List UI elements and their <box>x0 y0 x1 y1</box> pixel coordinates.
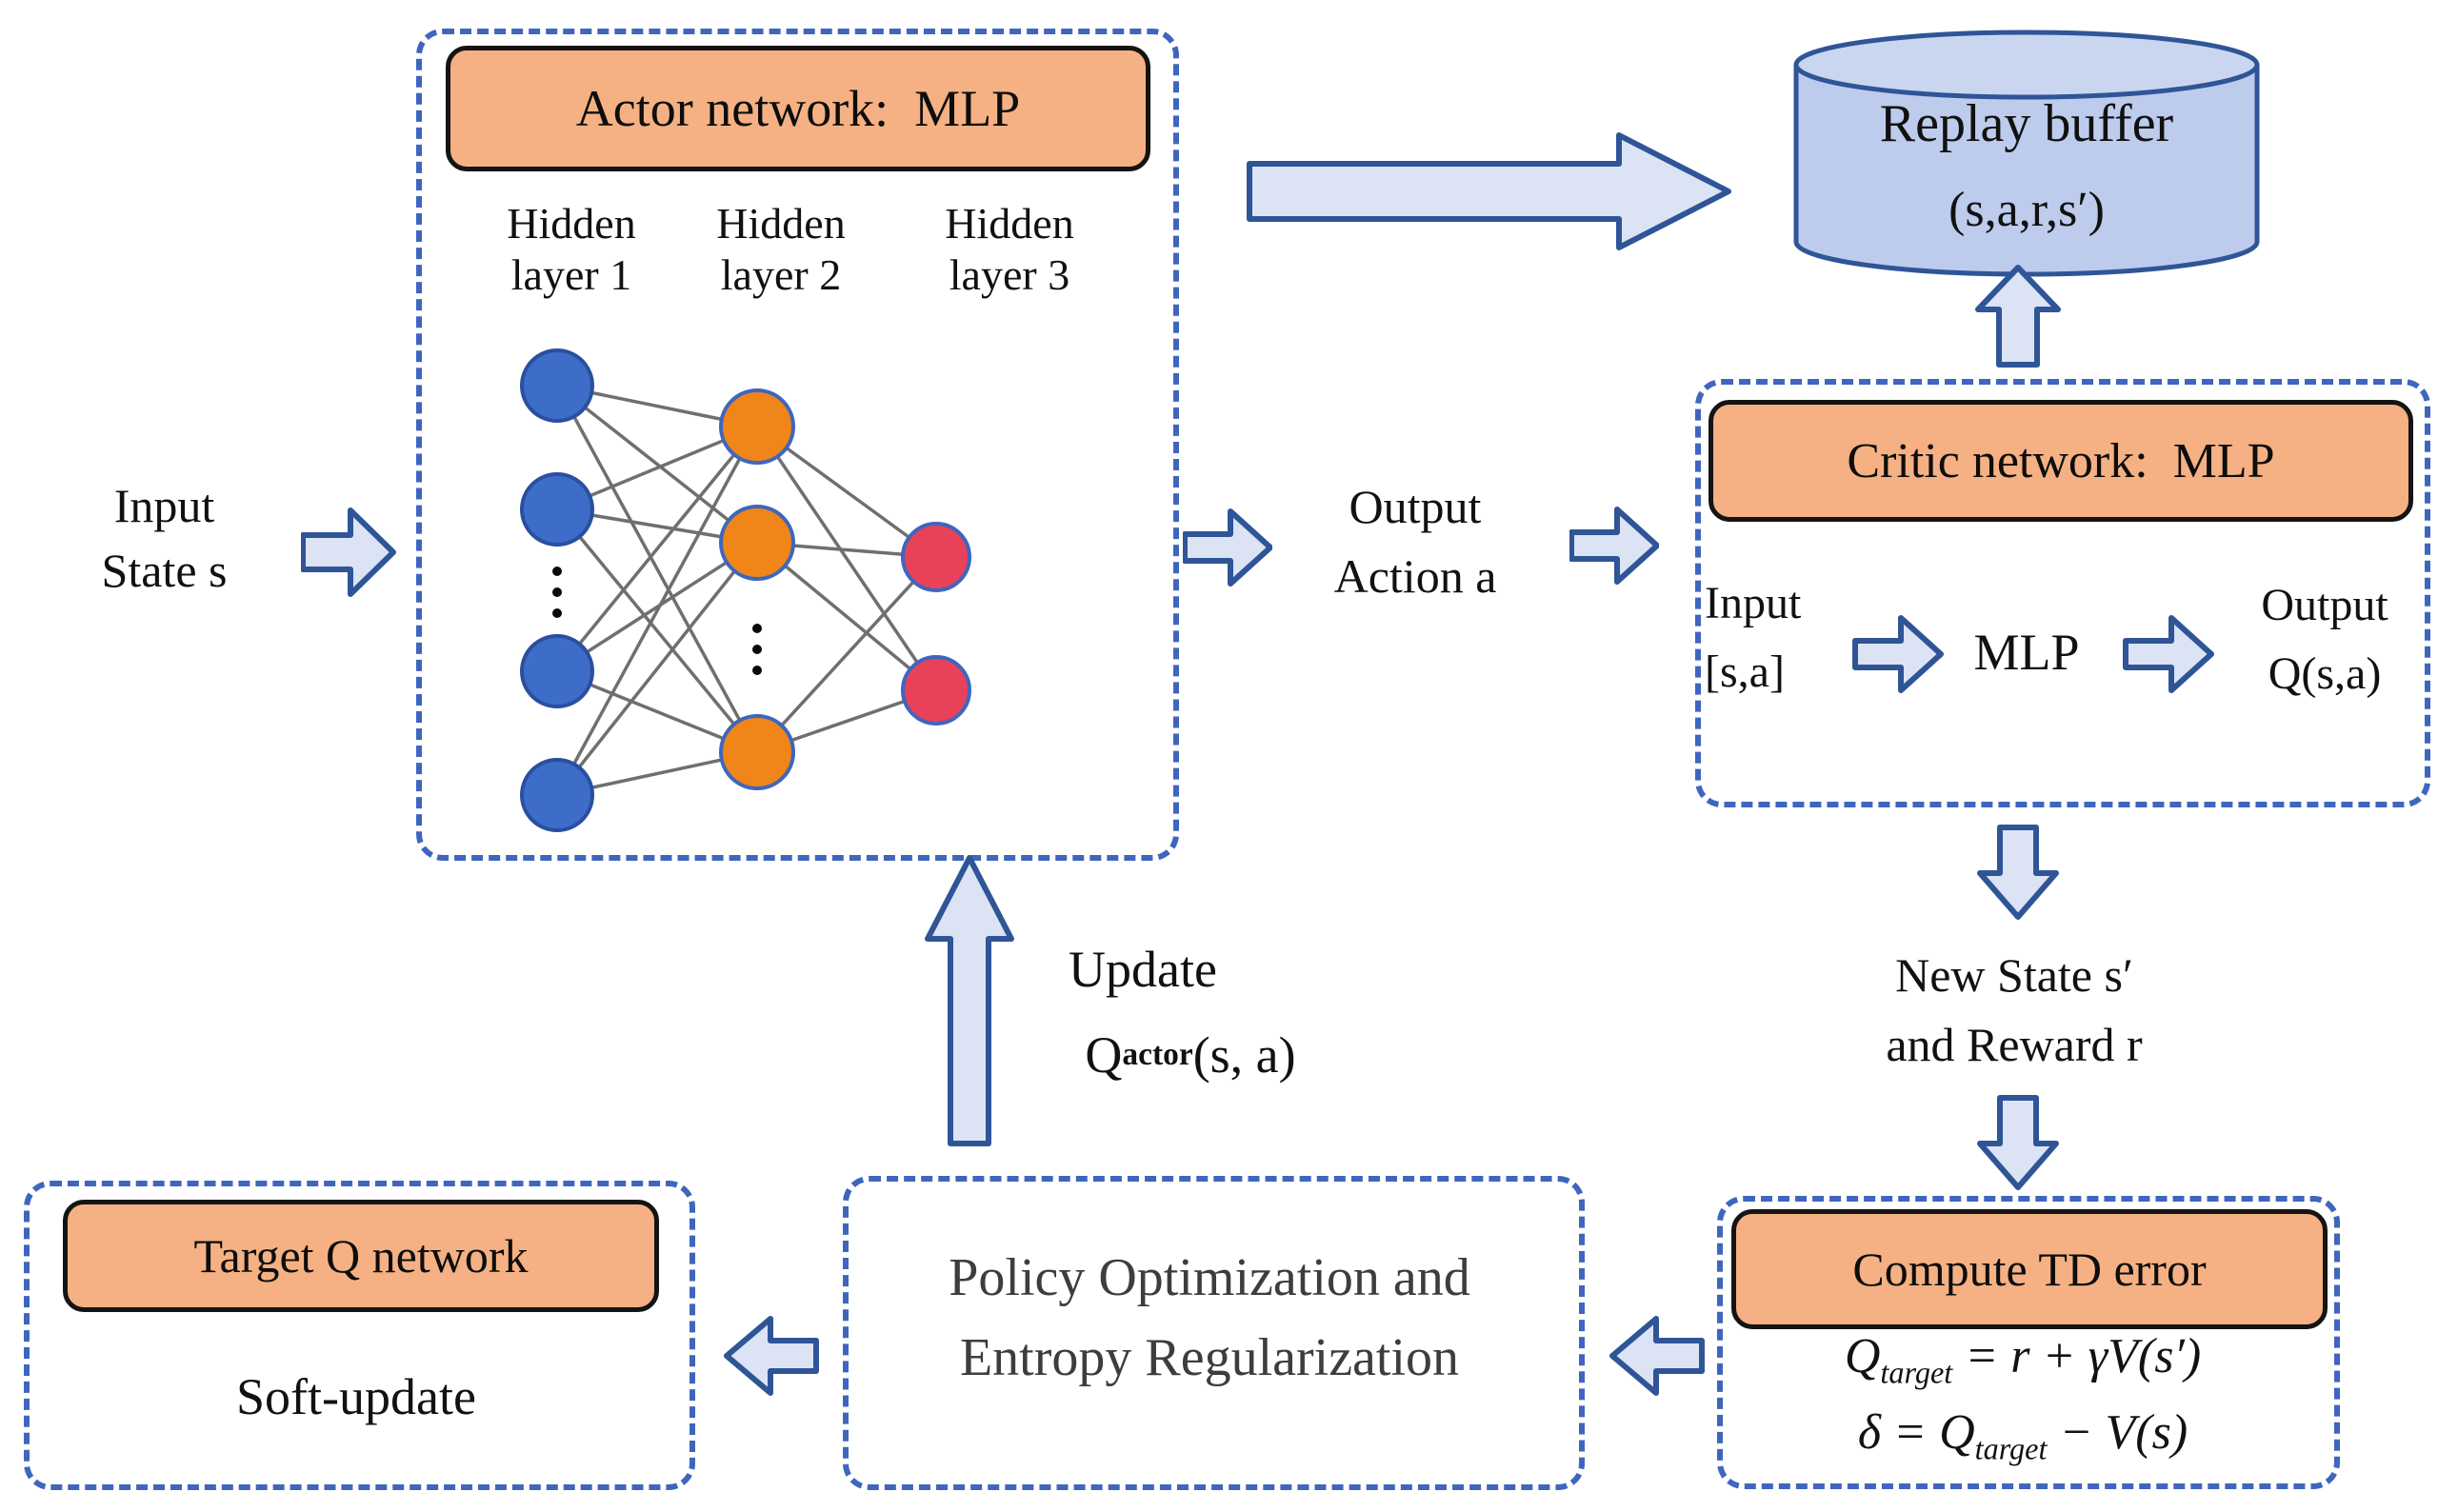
policy-optimization-box <box>843 1176 1585 1490</box>
hidden-layer-nodes <box>719 388 795 790</box>
actor-title-pill: Actor network: MLP <box>446 46 1150 171</box>
actor-to-buffer-arrow-icon <box>1247 132 1731 250</box>
formula-rest: − V(s) <box>2047 1405 2188 1460</box>
actor-mlp-graph <box>520 348 971 832</box>
neuron-node <box>719 714 795 790</box>
replay-buffer-cylinder <box>1793 30 2260 277</box>
output-action-label: Output Action a <box>1333 480 1497 603</box>
neuron-node <box>719 505 795 581</box>
neuron-node <box>520 758 594 832</box>
td-formula-2: δ = Qtarget − V(s) <box>1717 1404 2328 1464</box>
hidden-layer-2-label: Hidden layer 2 <box>716 199 846 300</box>
critic-output-label: Output Q(s,a) <box>2261 580 2388 699</box>
neuron-node <box>520 348 594 423</box>
replay-buffer-title: Replay buffer <box>1879 94 2174 153</box>
critic-title-pill: Critic network: MLP <box>1709 400 2413 522</box>
hidden-layer-1-label: Hidden layer 1 <box>507 199 636 300</box>
critic-to-buffer-arrow-icon <box>1975 265 2061 368</box>
critic-arrow-1-icon <box>1852 615 1944 693</box>
formula-q: Q <box>1844 1329 1881 1383</box>
formula-sub: target <box>1974 1431 2048 1466</box>
td-to-policy-arrow-icon <box>1609 1316 1705 1396</box>
formula-args: (s, a) <box>1192 1026 1296 1084</box>
soft-update-label: Soft-update <box>236 1368 476 1425</box>
critic-input-label: Input [s,a] <box>1705 578 1802 697</box>
output-action-arrow-left-icon <box>1183 508 1272 587</box>
input-state-arrow-icon <box>301 507 396 597</box>
policy-to-actor-arrow-icon <box>925 855 1014 1146</box>
target-q-network-box <box>24 1181 695 1490</box>
policy-optimization-label: Policy Optimization and Entropy Regulari… <box>949 1248 1470 1387</box>
critic-network-box <box>1695 379 2430 807</box>
td-title-pill: Compute TD error <box>1731 1209 2328 1329</box>
formula-sub: target <box>1880 1355 1953 1390</box>
neuron-node <box>901 655 971 726</box>
newstate-to-td-arrow-icon <box>1977 1095 2059 1190</box>
replay-buffer-tuple: (s,a,r,s′) <box>1948 182 2105 237</box>
formula-q: Q <box>1085 1026 1123 1084</box>
neuron-node <box>719 388 795 465</box>
critic-arrow-2-icon <box>2123 615 2214 693</box>
ellipsis-dots <box>552 567 762 675</box>
output-layer-nodes <box>901 522 971 726</box>
formula-rest: = r + γV(s′) <box>1952 1329 2202 1383</box>
neuron-node <box>901 522 971 592</box>
td-formula-1: Qtarget = r + γV(s′) <box>1717 1328 2328 1388</box>
input-layer-nodes <box>520 348 594 832</box>
formula-pre: δ = <box>1857 1405 1940 1460</box>
formula-q: Q <box>1939 1405 1975 1460</box>
output-action-arrow-right-icon <box>1569 507 1659 585</box>
critic-to-newstate-arrow-icon <box>1977 825 2059 920</box>
td-error-box <box>1717 1196 2340 1489</box>
update-label-word: Update <box>1069 941 1217 998</box>
actor-network-box <box>416 29 1179 861</box>
target-title-pill: Target Q network <box>63 1200 659 1312</box>
critic-mlp-label: MLP <box>1973 624 2080 681</box>
neuron-node <box>520 472 594 547</box>
neuron-node <box>520 634 594 708</box>
input-state-label: Input State s <box>101 479 228 597</box>
new-state-label: New State s′ and Reward r <box>1886 948 2143 1071</box>
hidden-layer-3-label: Hidden layer 3 <box>945 199 1074 300</box>
policy-to-target-arrow-icon <box>724 1316 819 1396</box>
